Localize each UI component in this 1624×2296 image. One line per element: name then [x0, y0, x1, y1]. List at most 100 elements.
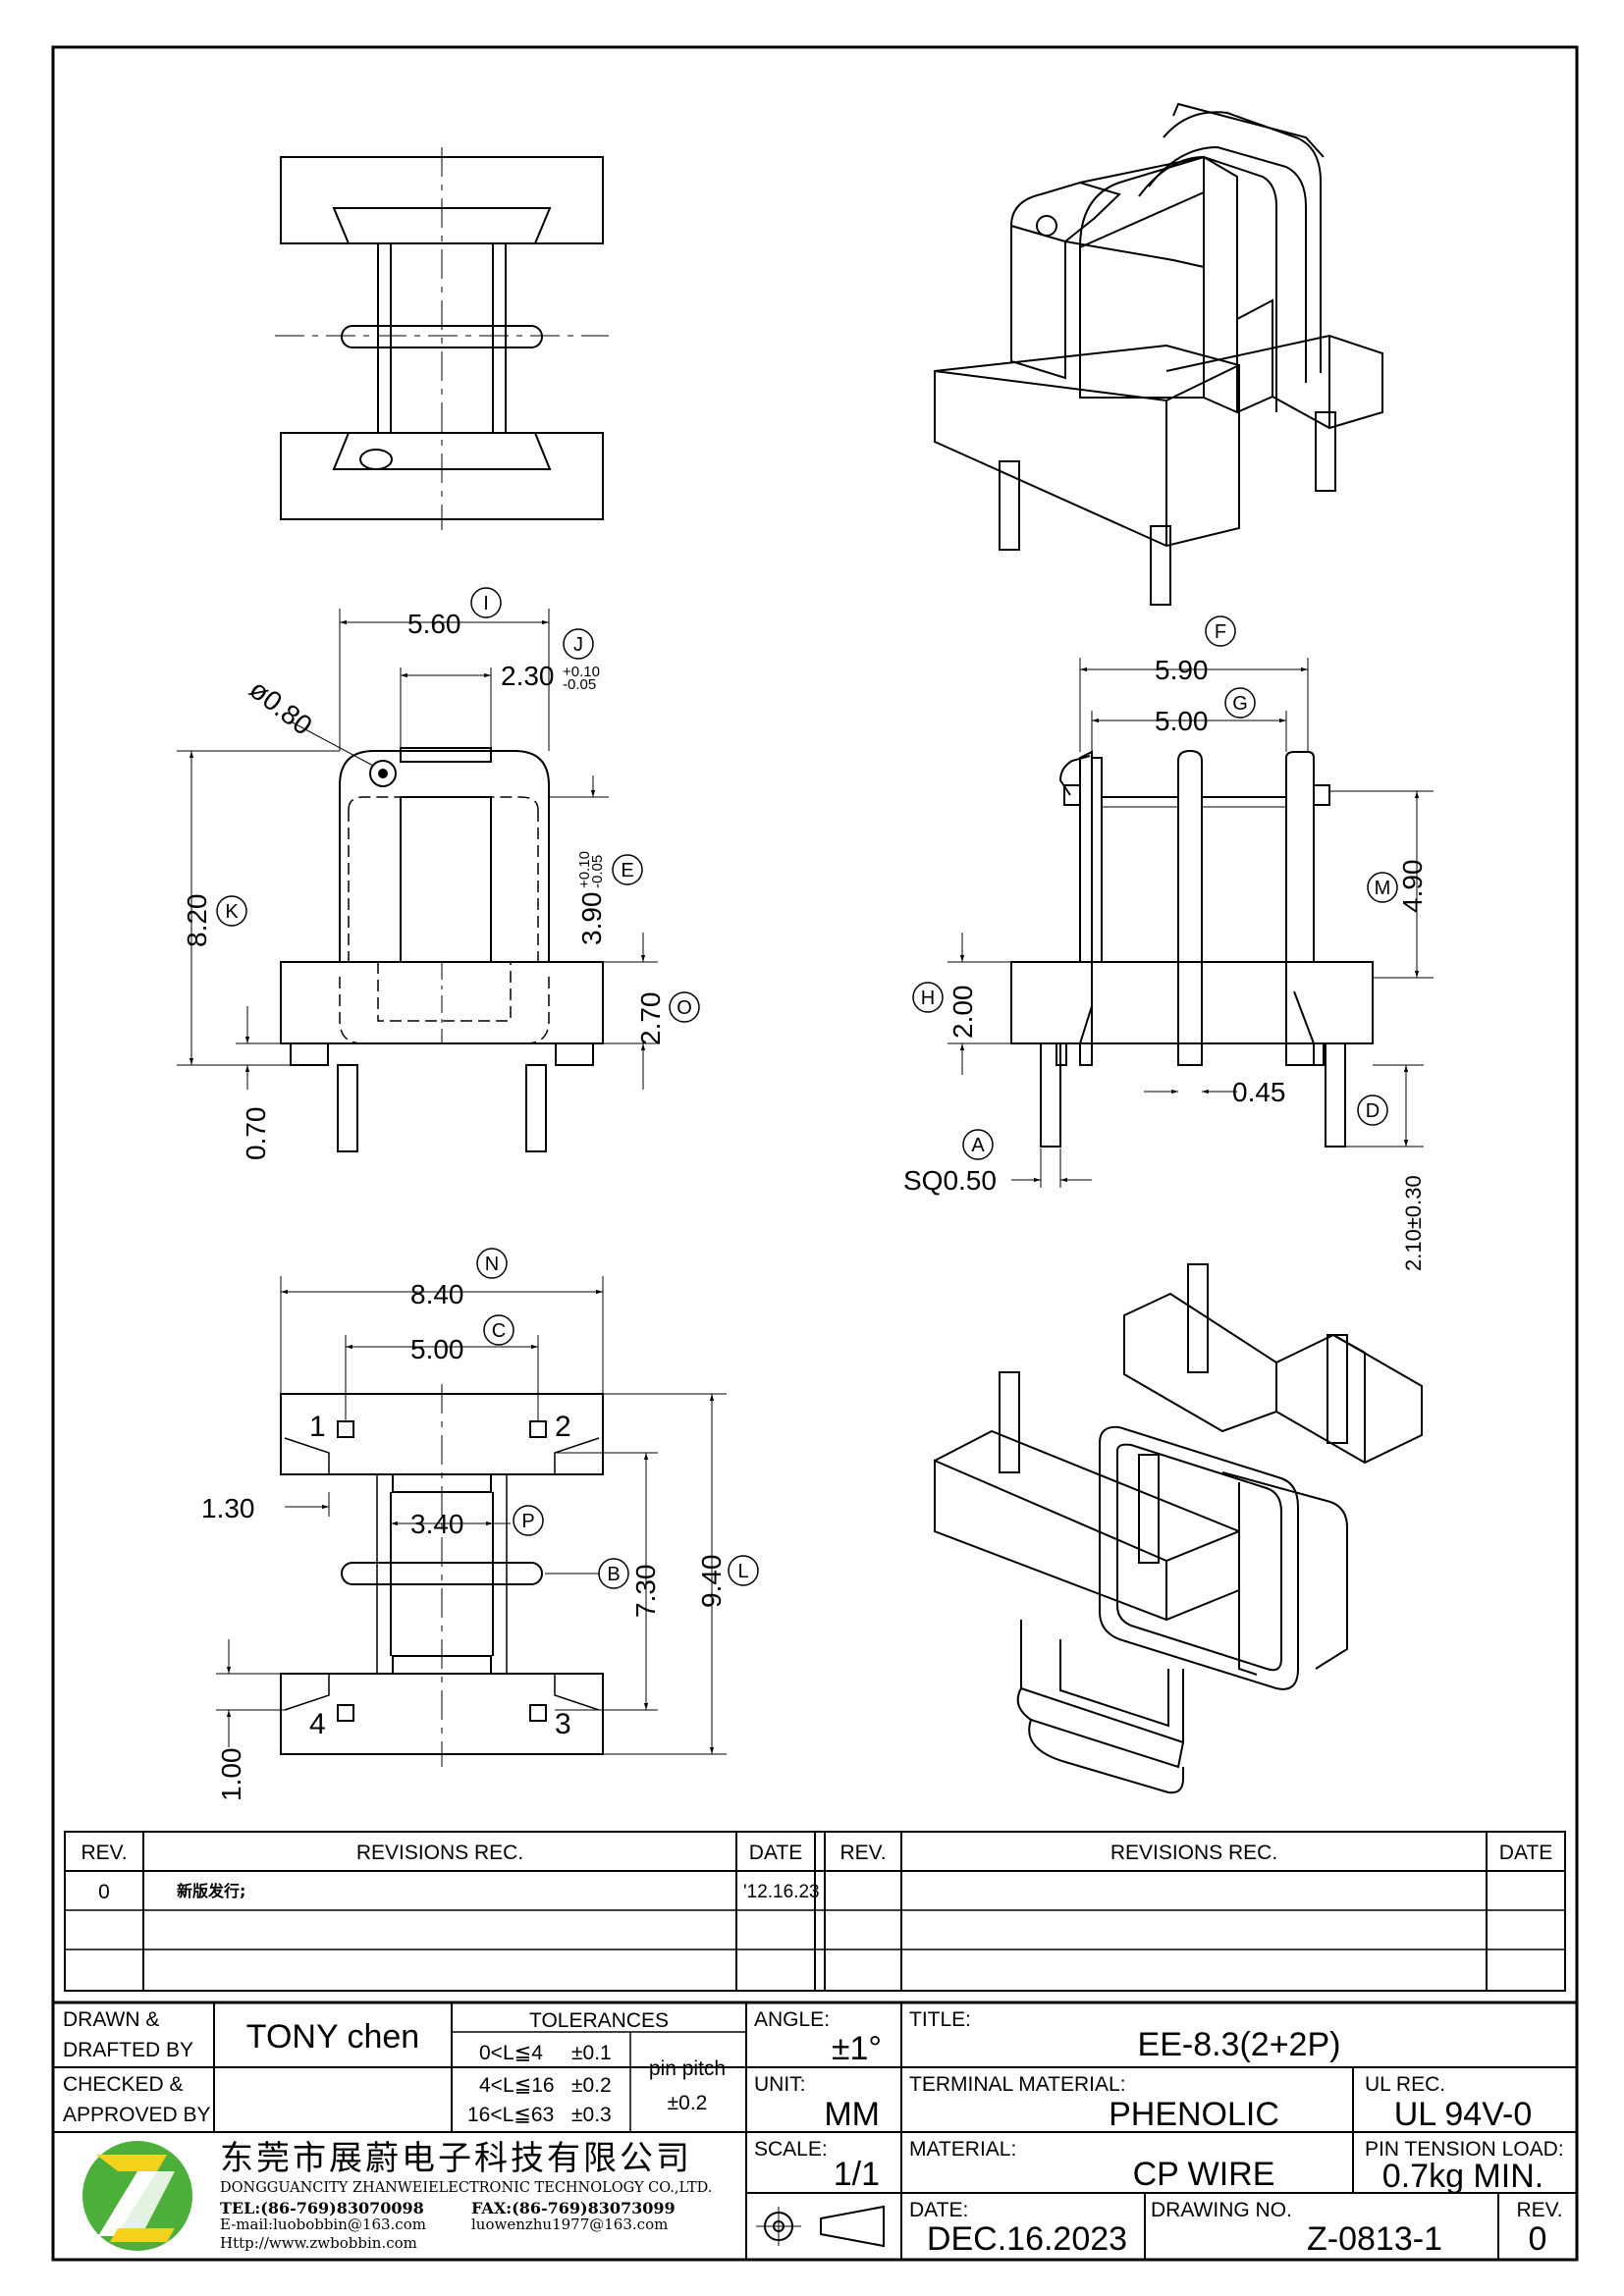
title-label: TITLE:	[909, 2008, 972, 2031]
ref-j: J	[573, 634, 583, 656]
terminal-material-label: TERMINAL MATERIAL:	[909, 2073, 1126, 2096]
rev-row-0-rev: 0	[98, 1881, 110, 1903]
iso-view-bottom	[934, 1263, 1423, 1794]
revisions-table	[64, 1831, 1566, 1992]
projection-symbol	[756, 2205, 885, 2248]
dim-2-30-minus: -0.05	[563, 676, 596, 693]
unit-value: MM	[824, 2096, 880, 2133]
ref-b: B	[607, 1564, 620, 1585]
dim-4-90: 4.90	[1397, 860, 1428, 914]
ref-g: G	[1232, 693, 1248, 715]
side-view	[1010, 749, 1374, 1148]
front-view	[280, 747, 604, 1152]
dim-1-00: 1.00	[216, 1748, 246, 1802]
company-email-2: luowenzhu1977@163.com	[471, 2216, 669, 2233]
tol-value-1: ±0.2	[571, 2074, 612, 2097]
pin-label-3: 3	[555, 1708, 571, 1740]
drawn-label-line1: DRAWN &	[63, 2008, 160, 2031]
ul-value: UL 94V-0	[1393, 2096, 1533, 2133]
pin-tension-value: 0.7kg MIN.	[1381, 2158, 1544, 2195]
dim-5-90: 5.90	[1155, 655, 1209, 685]
reference-circles	[216, 587, 1398, 1589]
company-website: Http://www.zwbobbin.com	[220, 2234, 417, 2252]
scale-value: 1/1	[833, 2156, 880, 2193]
tol-range-2: 16<L≦63	[467, 2104, 555, 2126]
rev-value: 0	[1528, 2220, 1547, 2258]
dim-3-90: 3.90	[576, 892, 607, 946]
pin-tension-label: PIN TENSION LOAD:	[1365, 2138, 1564, 2161]
bottom-view	[280, 1384, 604, 1767]
rev-row-0-rec: 新版发行;	[177, 1882, 246, 1900]
reference-letters: I J K E O F G M H A D N C P B L	[225, 593, 1390, 1585]
company-tel: TEL:(86-769)83070098	[220, 2199, 424, 2217]
checked-label-line2: APPROVED BY	[63, 2104, 211, 2126]
date-header-left: DATE	[748, 1842, 803, 1864]
dimension-labels: 5.60 2.30 +0.10 -0.05 ø0.80 8.20 3.90 +0…	[182, 609, 1428, 1801]
dim-8-40: 8.40	[410, 1279, 464, 1309]
side-view-dims	[947, 658, 1434, 1188]
tol-value-2: ±0.3	[571, 2104, 612, 2126]
dim-3-40: 3.40	[410, 1509, 464, 1539]
checked-label-line1: CHECKED &	[63, 2073, 184, 2096]
material-value: CP WIRE	[1132, 2156, 1275, 2193]
terminal-material-value: PHENOLIC	[1109, 2096, 1279, 2133]
tol-range-1: 4<L≦16	[479, 2074, 555, 2097]
unit-label: UNIT:	[754, 2073, 806, 2096]
top-view	[275, 147, 609, 530]
iso-view-top	[934, 102, 1383, 606]
dim-2-00: 2.00	[947, 986, 978, 1040]
dim-sq0-50: SQ0.50	[903, 1165, 997, 1196]
angle-value: ±1°	[831, 2030, 882, 2067]
tolerances-label: TOLERANCES	[529, 2009, 669, 2032]
dim-9-40: 9.40	[696, 1555, 727, 1609]
ref-f: F	[1215, 621, 1226, 643]
company-fax: FAX:(86-769)83073099	[471, 2199, 676, 2217]
date-label: DATE:	[909, 2199, 969, 2221]
dim-5-60: 5.60	[407, 609, 461, 639]
rev-header-right: REV.	[839, 1842, 887, 1864]
ref-i: I	[483, 593, 489, 614]
ul-label: UL REC.	[1365, 2073, 1446, 2096]
rev-label: REV.	[1516, 2199, 1563, 2221]
dim-7-30: 7.30	[630, 1565, 661, 1619]
pin-pitch-tol: ±0.2	[667, 2092, 708, 2114]
ref-o: O	[677, 997, 692, 1019]
ref-l: L	[737, 1561, 748, 1582]
dim-1-30: 1.30	[201, 1493, 255, 1523]
ref-a: A	[971, 1135, 985, 1156]
company-logo-icon	[82, 2141, 192, 2251]
tol-value-0: ±0.1	[571, 2042, 612, 2064]
rec-header-right: REVISIONS REC.	[1110, 1842, 1278, 1864]
ref-p: P	[521, 1511, 534, 1532]
drawing-no-label: DRAWING NO.	[1151, 2199, 1292, 2221]
ref-e: E	[621, 860, 633, 881]
dim-3-90-plus: +0.10	[576, 851, 593, 888]
pin-label-4: 4	[309, 1708, 326, 1740]
date-value: DEC.16.2023	[926, 2220, 1128, 2258]
dim-5-00-side: 5.00	[1155, 706, 1209, 736]
drawing-no-value: Z-0813-1	[1307, 2220, 1442, 2258]
ref-n: N	[485, 1254, 499, 1275]
dim-2-30-plus: +0.10	[563, 664, 600, 680]
dim-2-30: 2.30	[501, 661, 555, 691]
ref-h: H	[921, 988, 935, 1009]
ref-m: M	[1375, 878, 1391, 899]
material-label: MATERIAL:	[909, 2138, 1017, 2161]
dim-0-45: 0.45	[1232, 1077, 1286, 1107]
ref-k: K	[225, 901, 239, 923]
dim-3-90-minus: -0.05	[589, 855, 606, 888]
rev-row-0-date: '12.16.23	[743, 1882, 820, 1902]
pin-pitch-label: pin pitch	[648, 2057, 727, 2080]
company-email: E-mail:luobobbin@163.com	[220, 2216, 426, 2233]
dim-2-70: 2.70	[635, 992, 666, 1046]
ref-c: C	[492, 1320, 506, 1342]
drawn-label-line2: DRAFTED BY	[63, 2039, 194, 2061]
pin-label-2: 2	[555, 1411, 571, 1443]
drawn-by-value: TONY chen	[245, 2018, 420, 2056]
pin-label-1: 1	[309, 1411, 326, 1443]
dim-2-10: 2.10±0.30	[1401, 1175, 1426, 1271]
title-value: EE-8.3(2+2P)	[1137, 2026, 1341, 2063]
dim-0-70: 0.70	[241, 1107, 271, 1161]
angle-label: ANGLE:	[754, 2008, 831, 2031]
